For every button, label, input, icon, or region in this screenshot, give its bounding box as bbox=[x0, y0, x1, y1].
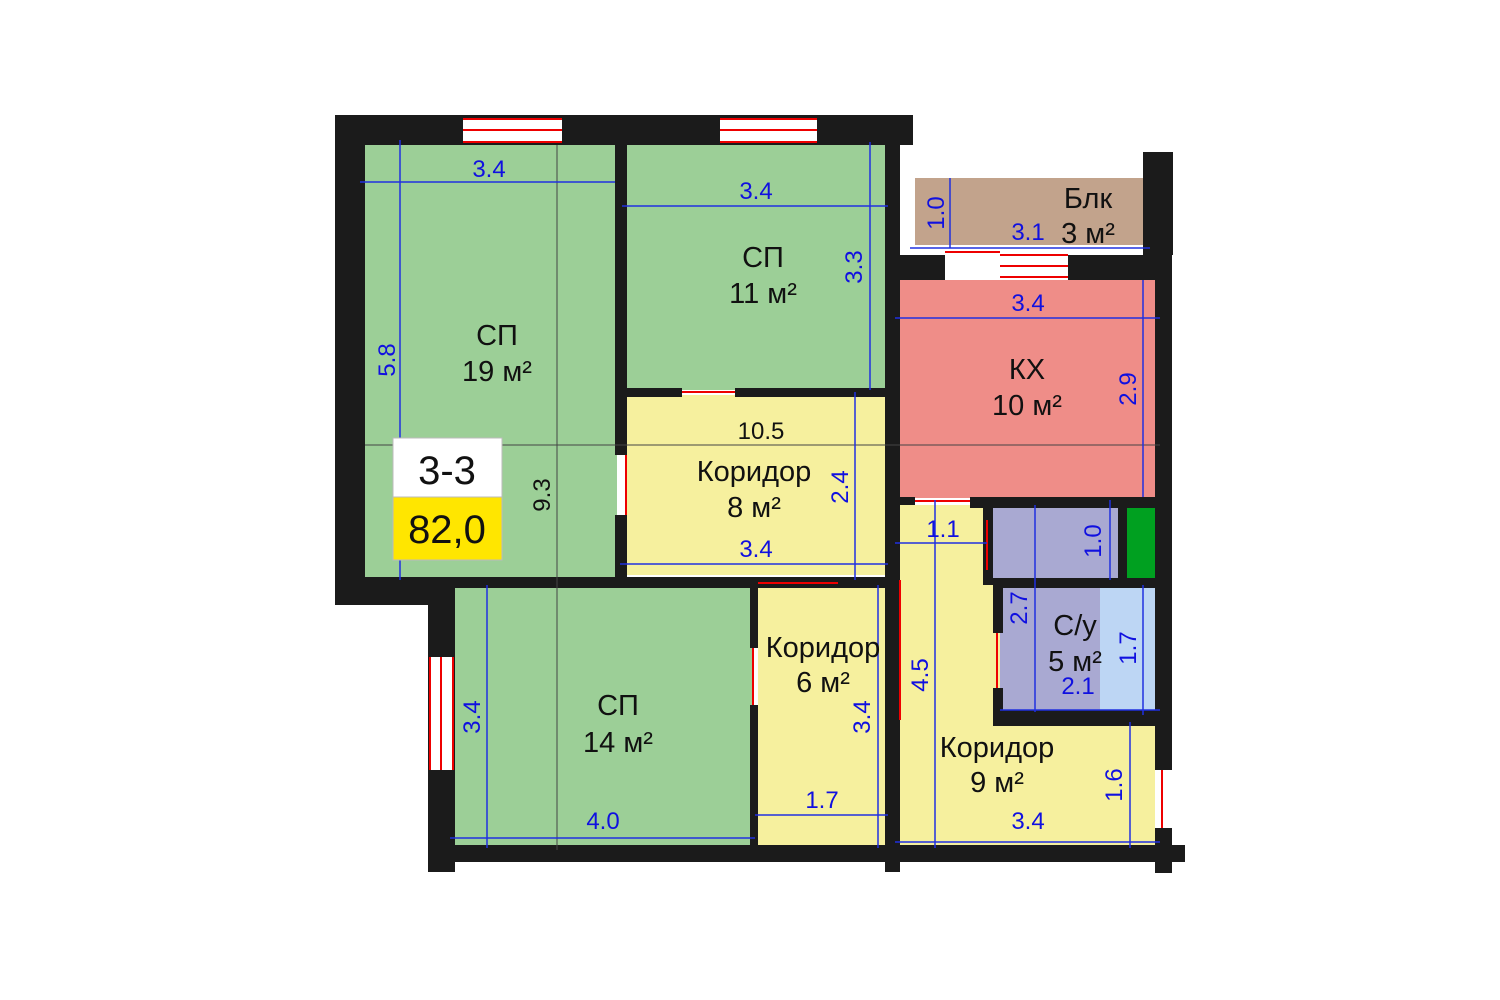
shaft bbox=[1127, 508, 1155, 578]
room-name: С/у bbox=[1053, 610, 1097, 642]
room-corridor-6 bbox=[758, 588, 885, 845]
dimension-label: 3.3 bbox=[841, 250, 868, 283]
dimension-label: 2.9 bbox=[1115, 372, 1142, 405]
dimension-label: 1.7 bbox=[1115, 631, 1142, 664]
room-area: 9 м² bbox=[970, 767, 1024, 799]
room-name: КХ bbox=[1009, 354, 1045, 386]
room-name: Коридор bbox=[697, 456, 812, 488]
dimension-label: 3.1 bbox=[1011, 219, 1044, 246]
window-top-left bbox=[463, 118, 562, 143]
dimension-label: 3.4 bbox=[1011, 808, 1044, 835]
room-area: 14 м² bbox=[583, 727, 653, 759]
room-area: 8 м² bbox=[727, 492, 781, 524]
room-bedroom-11 bbox=[627, 145, 885, 390]
room-kitchen bbox=[900, 280, 1155, 498]
room-name: СП bbox=[476, 320, 518, 352]
window-top-right bbox=[720, 118, 817, 143]
room-area: 5 м² bbox=[1048, 646, 1102, 678]
room-name: Коридор bbox=[766, 632, 881, 664]
room-bedroom-14 bbox=[455, 588, 752, 845]
window-left bbox=[429, 657, 454, 770]
room-balcony bbox=[915, 178, 1143, 245]
dimension-label: 10.5 bbox=[738, 418, 785, 445]
dimension-label: 3.4 bbox=[849, 700, 876, 733]
room-corridor-8 bbox=[627, 395, 885, 575]
dimension-label: 3.4 bbox=[472, 156, 505, 183]
room-bath-upper bbox=[990, 508, 1118, 578]
dimension-label: 4.0 bbox=[586, 808, 619, 835]
dimension-label: 3.4 bbox=[459, 700, 486, 733]
room-area: 19 м² bbox=[462, 356, 532, 388]
room-area: 3 м² bbox=[1061, 218, 1115, 250]
dimension-label: 1.7 bbox=[805, 787, 838, 814]
dimension-label: 4.5 bbox=[907, 658, 934, 691]
dimension-label: 3.4 bbox=[739, 536, 772, 563]
dimension-label: 2.7 bbox=[1006, 591, 1033, 624]
room-area: 6 м² bbox=[796, 667, 850, 699]
room-area: 10 м² bbox=[992, 390, 1062, 422]
overall-dimension-label: 9.3 bbox=[529, 478, 556, 511]
door-openings bbox=[625, 251, 1163, 828]
room-name: СП bbox=[597, 690, 639, 722]
room-area: 11 м² bbox=[729, 278, 797, 310]
dimension-label: 1.0 bbox=[1080, 524, 1107, 557]
dimension-label: 1.0 bbox=[923, 196, 950, 229]
dimension-label: 1.6 bbox=[1101, 768, 1128, 801]
dimension-label: 5.8 bbox=[374, 343, 401, 376]
room-name: Коридор bbox=[940, 732, 1055, 764]
room-wc bbox=[1000, 588, 1100, 710]
apartment-total-area: 82,0 bbox=[408, 508, 486, 552]
apartment-type: 3-3 bbox=[418, 449, 476, 493]
dimension-label: 2.4 bbox=[827, 470, 854, 503]
room-name: СП bbox=[742, 242, 784, 274]
room-wc-light bbox=[1100, 588, 1155, 710]
dimension-label: 1.1 bbox=[926, 516, 959, 543]
dimension-label: 3.4 bbox=[739, 178, 772, 205]
dimension-label: 2.1 bbox=[1061, 673, 1094, 700]
window-kitchen bbox=[1000, 254, 1068, 278]
room-name: Блк bbox=[1064, 183, 1113, 215]
dimension-label: 3.4 bbox=[1011, 290, 1044, 317]
apartment-badge: 3-3 82,0 bbox=[392, 437, 503, 561]
